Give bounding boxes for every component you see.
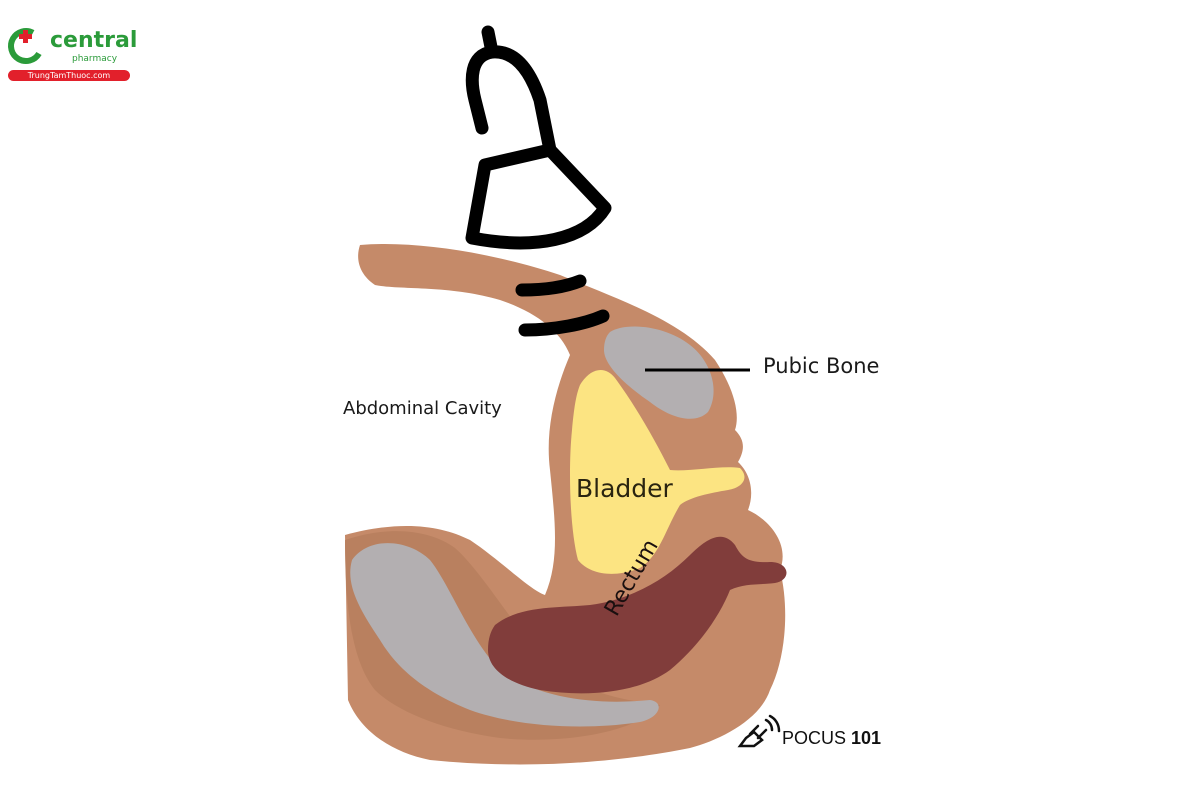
pocus-wordmark: POCUS 101: [782, 728, 882, 748]
logo-tagline: TrungTamThuoc.com: [8, 70, 130, 81]
logo-name: central: [50, 28, 138, 53]
rectum-shape: [488, 536, 787, 694]
logo-sub: pharmacy: [72, 54, 118, 64]
ultrasound-probe-icon: [465, 25, 612, 337]
bladder-label: Bladder: [576, 474, 673, 503]
logo-icon: [8, 28, 44, 64]
sacrum-bone: [350, 543, 659, 727]
pubic-bone-label: Pubic Bone: [763, 354, 880, 378]
bladder-shape: [570, 369, 745, 574]
brand-logo: central pharmacy TrungTamThuoc.com: [6, 22, 138, 84]
pubic-bone-shape: [604, 326, 714, 419]
pocus-watermark: POCUS 101: [736, 712, 906, 752]
abdominal-cavity-label: Abdominal Cavity: [343, 398, 502, 419]
pocus-probe-icon: [737, 714, 781, 748]
